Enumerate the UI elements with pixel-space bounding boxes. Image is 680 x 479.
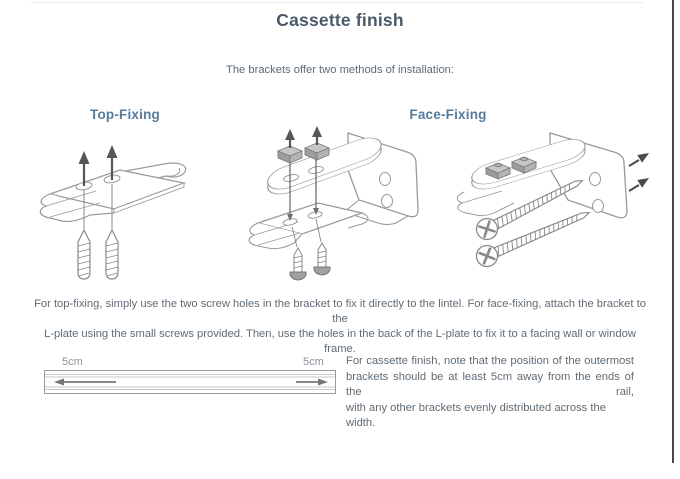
page-title: Cassette finish [276, 10, 404, 30]
rail-left-measurement-label: 5cm [62, 356, 83, 368]
long-screw-icon [475, 212, 591, 268]
installation-instructions: For top-fixing, simply use the two screw… [30, 297, 650, 357]
page-edge-line [672, 0, 674, 463]
heading-face-fixing: Face-Fixing [409, 107, 487, 122]
exploded-assembly-illustration [228, 126, 440, 301]
bracket-lplate-exploded-icon [248, 126, 419, 281]
pan-head-screw-icon [289, 246, 307, 281]
right-arrow-icon [296, 378, 328, 386]
screw-axis-line [315, 218, 322, 243]
note-line-3: with any other brackets evenly distribut… [346, 401, 606, 430]
screw-icon [105, 228, 119, 280]
top-divider [30, 2, 643, 3]
pan-head-screw-icon [313, 241, 331, 276]
top-fixing-illustration [32, 126, 217, 295]
rail-profile-lines [45, 374, 335, 390]
left-arrow-icon [54, 378, 116, 386]
bracket-spring-clip [39, 190, 115, 223]
long-screw-icon [475, 179, 584, 241]
rail-body [44, 370, 336, 394]
screw-icon [77, 228, 91, 280]
rail-icon [44, 370, 336, 394]
up-arrow-icon [78, 145, 118, 186]
page-subtitle: The brackets offer two methods of instal… [225, 64, 454, 76]
up-arrow-icon [285, 126, 322, 148]
screw-tip [287, 214, 293, 221]
screw-tip [313, 208, 319, 215]
clip-bracket [248, 202, 369, 250]
note-line-1: For cassette finish, note that the posit… [346, 355, 634, 367]
square-nut-icon [303, 142, 331, 161]
heading-top-fixing: Top-Fixing [90, 107, 160, 122]
rail-right-measurement-label: 5cm [303, 356, 324, 368]
face-fixing-assembly-icon [456, 132, 649, 268]
rail-diagram [44, 370, 336, 401]
cassette-finish-note: For cassette finish, note that the posit… [346, 354, 634, 432]
note-line-2: brackets should be at least 5cm away fro… [346, 370, 634, 399]
screw-axis-line [291, 226, 298, 248]
instructions-line-1: For top-fixing, simply use the two screw… [34, 298, 646, 325]
machine-screw-shaft [289, 156, 317, 216]
square-nut-icon [510, 156, 538, 174]
top-fixing-bracket-icon [39, 145, 187, 280]
square-nut-icon [276, 145, 304, 164]
face-fixing-illustration [438, 126, 670, 301]
outward-arrow-icon [628, 153, 649, 192]
clip-bracket [456, 190, 515, 217]
instructions-line-2: L-plate using the small screws provided.… [44, 328, 636, 355]
l-plate-bottom-lip [342, 199, 410, 226]
square-nut-icon [484, 162, 512, 180]
